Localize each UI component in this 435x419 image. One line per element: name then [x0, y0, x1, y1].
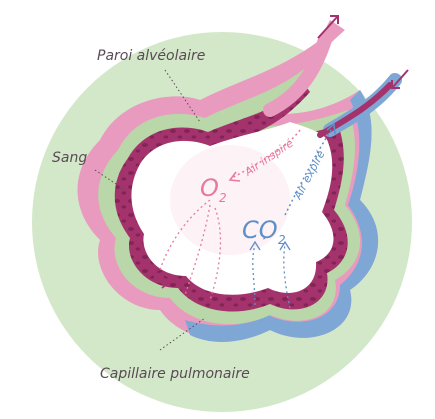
- label-blood: Sang: [52, 150, 87, 166]
- label-capillary: Capillaire pulmonaire: [100, 366, 250, 382]
- co2-sub: 2: [278, 233, 286, 247]
- oxygen-base: O: [200, 174, 219, 202]
- oxygen-sub: 2: [219, 191, 227, 205]
- label-alveolar-wall: Paroi alvéolaire: [97, 48, 205, 64]
- co2-base: CO: [242, 216, 278, 244]
